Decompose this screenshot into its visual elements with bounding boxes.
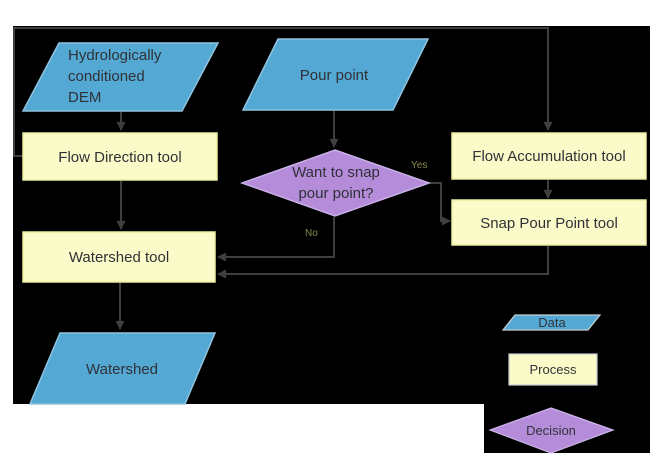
node-flow-direction-shape — [22, 132, 218, 181]
edge-label-yes: Yes — [411, 160, 427, 171]
node-dem-label-line3: DEM — [68, 89, 101, 106]
legend-process-label: Process — [530, 362, 577, 377]
edge-snap-pour-point-to-watershed-tool — [217, 246, 549, 279]
legend: Data Process Decision — [488, 314, 615, 454]
node-dem-shape — [21, 42, 220, 112]
node-watershed: Watershed — [28, 332, 217, 405]
legend-decision-label: Decision — [526, 423, 576, 438]
node-decision-snap: Want to snap pour point? — [239, 149, 432, 217]
node-dem: Hydrologically conditioned DEM — [21, 42, 220, 112]
connectors — [13, 27, 553, 330]
node-pour-point-shape — [241, 38, 430, 111]
edge-flow-direction-to-flow-accumulation — [13, 27, 553, 157]
node-pour-point-label: Pour point — [300, 67, 369, 84]
node-decision-snap-label-line2: pour point? — [298, 185, 373, 202]
node-decision-snap-shape — [239, 149, 432, 217]
node-decision-snap-label-line1: Want to snap — [292, 164, 380, 181]
node-snap-pour-point-shape — [451, 199, 647, 246]
node-snap-pour-point-label: Snap Pour Point tool — [480, 215, 618, 232]
node-watershed-tool-shape — [22, 231, 216, 283]
node-watershed-tool-label: Watershed tool — [69, 249, 169, 266]
node-flow-accumulation-label: Flow Accumulation tool — [472, 148, 625, 165]
node-flow-direction-label: Flow Direction tool — [58, 149, 181, 166]
node-watershed-tool: Watershed tool — [22, 231, 216, 283]
node-dem-label-line2: conditioned — [68, 68, 145, 85]
legend-decision-shape — [488, 407, 615, 454]
node-snap-pour-point: Snap Pour Point tool — [451, 199, 647, 246]
edge-label-no: No — [305, 228, 318, 239]
node-flow-accumulation-shape — [451, 132, 647, 180]
legend-process-shape — [508, 353, 598, 386]
node-dem-label-line1: Hydrologically — [68, 47, 162, 64]
node-pour-point: Pour point — [241, 38, 430, 111]
legend-data-shape — [501, 314, 602, 331]
node-watershed-label: Watershed — [86, 361, 158, 378]
node-flow-direction: Flow Direction tool — [22, 132, 218, 181]
edge-decision-yes-to-snap-pour-point — [429, 182, 451, 226]
legend-data-label: Data — [538, 315, 566, 330]
edge-decision-no-to-watershed-tool — [217, 217, 335, 262]
node-watershed-shape — [28, 332, 217, 405]
node-flow-accumulation: Flow Accumulation tool — [451, 132, 647, 180]
